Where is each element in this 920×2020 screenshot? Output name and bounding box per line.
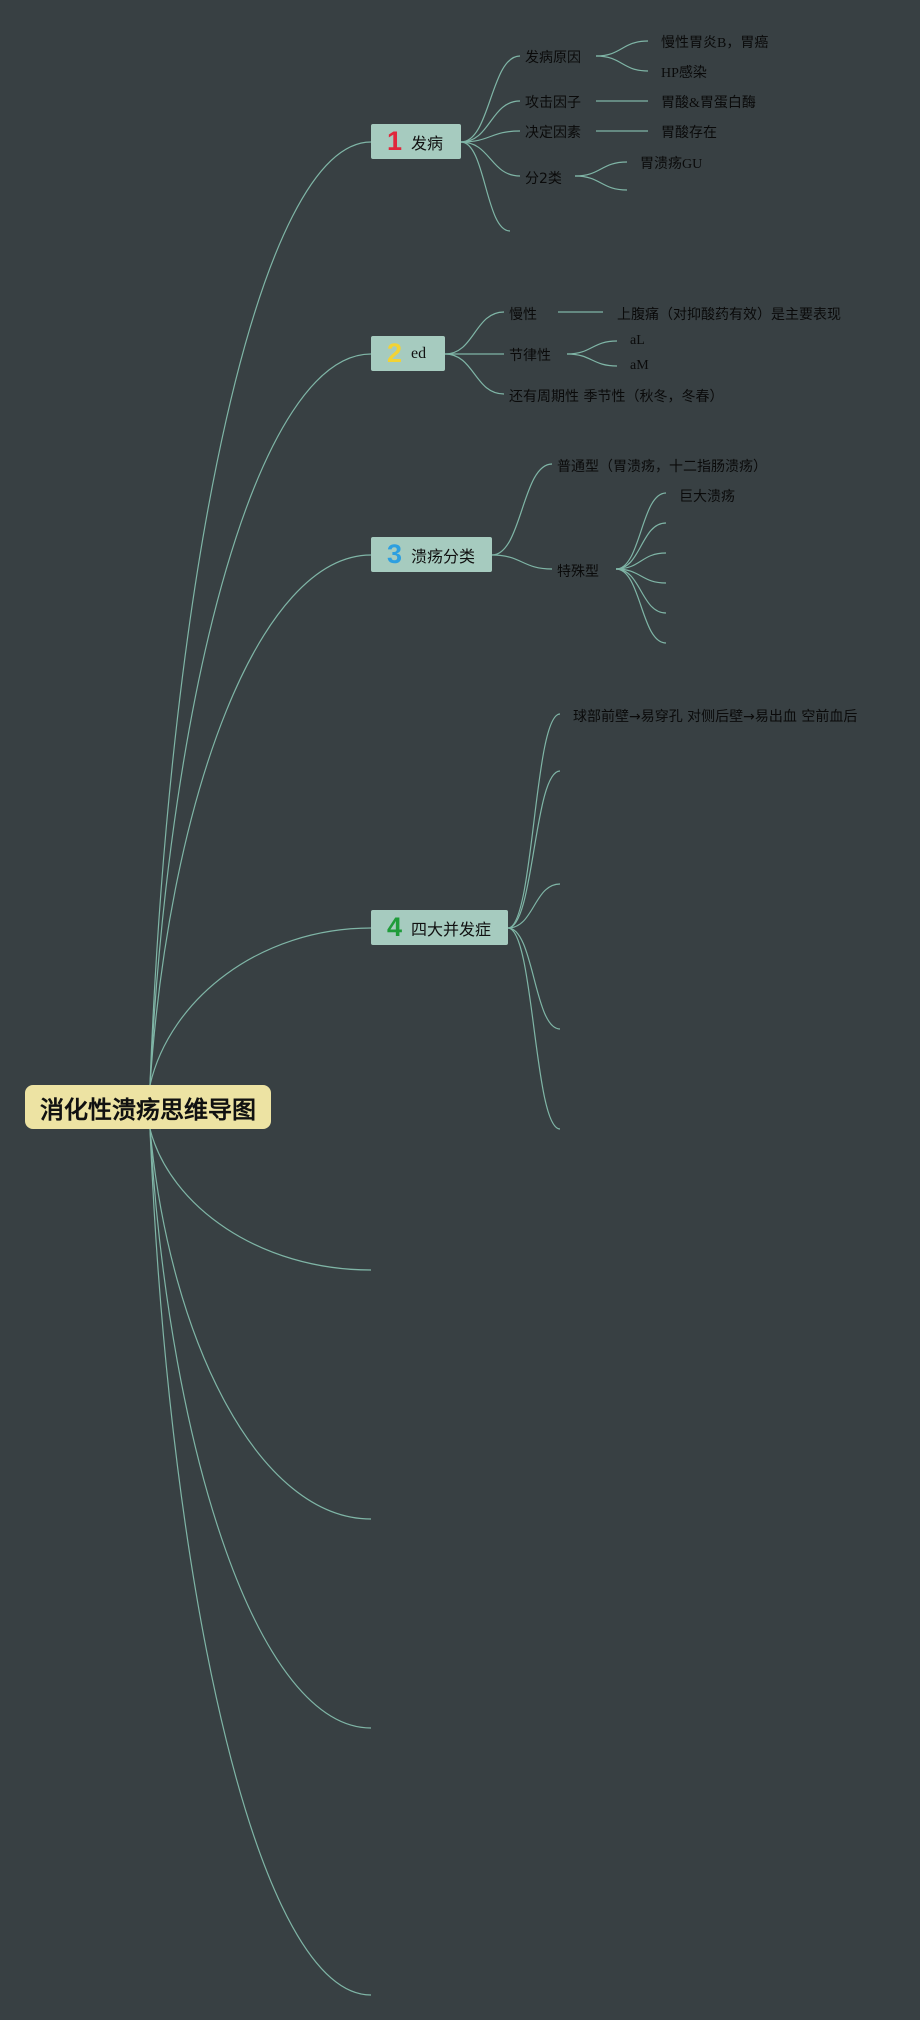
topic-1-label: 发病 <box>411 135 444 153</box>
node-periodicity[interactable]: 还有周期性 季节性（秋冬，冬春） <box>509 389 724 405</box>
connector-line-33 <box>507 713 561 929</box>
node-rhythm-am[interactable]: aM <box>630 358 649 373</box>
node-decisive-factor[interactable]: 决定因素 <box>525 125 581 141</box>
root-connector-4 <box>149 1128 372 1271</box>
topic-2-label: ed <box>411 344 427 362</box>
topic-4-label: 四大并发症 <box>411 921 492 939</box>
topic-1-node[interactable]: 1 发病 <box>371 124 461 159</box>
node-epigastric-pain[interactable]: 上腹痛（对抑酸药有效）是主要表现 <box>617 308 841 323</box>
topic-2-number: 2 <box>387 338 403 368</box>
connector-line-23 <box>566 340 618 355</box>
root-connector-6 <box>149 1128 372 1729</box>
connector-line-11 <box>460 141 521 177</box>
connector-line-10 <box>460 130 521 143</box>
root-connector-2 <box>149 554 372 1086</box>
node-rhythm[interactable]: 节律性 <box>509 348 551 364</box>
connector-line-8 <box>460 55 521 143</box>
root-connector-7 <box>149 1128 372 1996</box>
connector-line-25 <box>491 463 553 556</box>
node-attack-factor[interactable]: 攻击因子 <box>525 95 581 111</box>
topic-3-number: 3 <box>387 539 403 569</box>
topic-4-number: 4 <box>387 912 403 942</box>
connector-line-9 <box>460 100 521 143</box>
topic-3-label: 溃疡分类 <box>411 548 476 566</box>
node-decisive-acid[interactable]: 胃酸存在 <box>661 126 717 141</box>
node-gastric-ulcer[interactable]: 胃溃疡GU <box>640 157 703 172</box>
connector-line-21 <box>444 353 505 395</box>
node-chronic[interactable]: 慢性 <box>509 307 537 323</box>
node-cause-gastritis[interactable]: 慢性胃炎B，胃癌 <box>661 36 769 51</box>
connector-line-28 <box>615 522 667 570</box>
node-rhythm-al[interactable]: aL <box>630 333 645 348</box>
connector-line-13 <box>595 40 649 57</box>
connector-line-24 <box>566 353 618 367</box>
root-connector-0 <box>149 141 372 1086</box>
root-node-title[interactable]: 消化性溃疡思维导图 <box>25 1085 271 1129</box>
connector-line-29 <box>615 552 667 570</box>
topic-4-node[interactable]: 4 四大并发症 <box>371 910 508 945</box>
connector-line-27 <box>615 492 667 570</box>
connector-line-14 <box>595 55 649 72</box>
topic-3-node[interactable]: 3 溃疡分类 <box>371 537 492 572</box>
node-ordinary-type[interactable]: 普通型（胃溃疡，十二指肠溃疡） <box>557 459 767 475</box>
connector-line-34 <box>507 770 561 929</box>
connector-line-35 <box>507 883 561 929</box>
connector-line-19 <box>444 311 505 355</box>
root-connector-5 <box>149 1128 372 1520</box>
connector-line-26 <box>491 554 553 570</box>
node-attack-acid[interactable]: 胃酸&胃蛋白酶 <box>661 96 756 111</box>
connector-line-31 <box>615 568 667 614</box>
connector-line-17 <box>574 161 628 177</box>
node-cause-hp[interactable]: HP感染 <box>661 66 707 81</box>
connector-line-36 <box>507 927 561 1030</box>
connector-line-32 <box>615 568 667 644</box>
node-two-types[interactable]: 分2类 <box>525 171 562 187</box>
node-special-type[interactable]: 特殊型 <box>557 564 599 580</box>
root-connector-3 <box>149 927 372 1086</box>
topic-1-number: 1 <box>387 126 403 156</box>
root-connector-1 <box>149 353 372 1086</box>
node-perforation-bleeding[interactable]: 球部前壁→易穿孔 对侧后壁→易出血 空前血后 <box>573 709 858 725</box>
connector-line-37 <box>507 927 561 1130</box>
node-cause[interactable]: 发病原因 <box>525 50 581 66</box>
node-giant-ulcer[interactable]: 巨大溃疡 <box>679 489 735 505</box>
topic-2-node[interactable]: 2 ed <box>371 336 445 371</box>
connector-line-18 <box>574 175 628 191</box>
connector-line-12 <box>460 141 511 232</box>
